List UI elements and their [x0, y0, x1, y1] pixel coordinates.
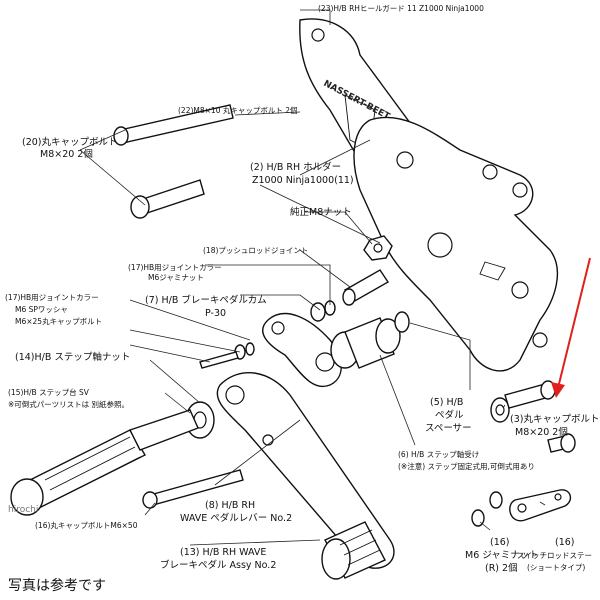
leader-lines: [79, 9, 546, 546]
pushrod-joint: [342, 269, 389, 306]
label-cap-bolt-m6x50: (16)丸キャップボルトM6×50: [35, 520, 138, 530]
cap-bolt-m8x20-pair: [504, 380, 576, 453]
cap-bolt-lower: [130, 179, 205, 219]
label-joint-collar-a-line3: M6×25丸キャップボルト: [15, 316, 102, 326]
label-step-nut: (14)H/B ステップ軸ナット: [15, 351, 130, 363]
watermark: hirochi: [8, 505, 38, 515]
label-switch-stay-line2: スイッチロッドステー: [517, 551, 592, 560]
label-jam-nut-line1: (16): [490, 537, 510, 548]
step-shaft-collar: [330, 311, 410, 369]
label-joint-collar-a-line2: M6 SPワッシャ: [15, 305, 68, 314]
label-spacer-line2: ペダル: [435, 409, 464, 421]
label-step-base-line2: ※可倒式パーツリストは 別紙参照。: [8, 399, 129, 409]
label-step-base-line1: (15)H/B ステップ台 SV: [8, 387, 90, 397]
label-pushrod-joint: (18)プッシュロッドジョイント: [203, 246, 308, 255]
jam-nut-pair: [471, 491, 503, 527]
switch-rod-stay: [509, 489, 572, 522]
label-pedal-lever-line2: WAVE ペダルレバー No.2: [180, 512, 292, 524]
label-joint-collar-b-line1: (17)HB用ジョイントカラー: [128, 263, 222, 272]
label-holder-line2: Z1000 Ninja1000(11): [252, 175, 354, 186]
label-genuine-nut: 純正M8ナット: [290, 206, 352, 218]
label-jam-nut-line3: (R) 2個: [485, 562, 518, 574]
label-cap-bolt-m8x10: (22)M8×10 丸キャップボルト 2個: [178, 105, 298, 115]
joint-collar-stack: [199, 300, 336, 369]
pedal-lever: [216, 371, 395, 569]
label-brake-cam-line1: (7) H/B ブレーキペダルカム: [145, 294, 267, 306]
label-pedal-lever-line1: (8) H/B RH: [205, 500, 255, 511]
label-cap-bolt-3-line1: (3)丸キャップボルト: [510, 413, 599, 425]
label-holder-line1: (2) H/B RH ホルダー: [250, 161, 341, 173]
label-brake-cam-line2: P-30: [205, 308, 226, 319]
label-cap-bolt-20-line1: (20)丸キャップボルト: [22, 136, 118, 148]
label-spacer-line1: (5) H/B: [430, 397, 463, 408]
footpeg-step: [10, 409, 199, 516]
label-joint-collar-a-line1: (17)HB用ジョイントカラー: [5, 293, 99, 302]
label-spacer-line3: スペーサー: [425, 423, 472, 434]
label-brake-pedal-assy-line1: (13) H/B RH WAVE: [180, 547, 266, 558]
genuine-m8-nut: [363, 235, 393, 261]
cap-bolt-m6x50: [142, 469, 244, 509]
brake-pedal-cam: [262, 312, 342, 388]
red-annotation-arrow: [551, 257, 591, 398]
label-switch-stay-line1: (16): [555, 537, 575, 548]
label-switch-stay-line3: (ショートタイプ): [527, 563, 585, 572]
pedal-spacer: [490, 397, 510, 423]
label-jam-nut-line2: M6 ジャミナット: [465, 550, 539, 561]
label-heel-guard: (23)H/B RHヒールガード 11 Z1000 Ninja1000: [318, 3, 484, 13]
label-step-bearing-line2: (※注意) ステップ固定式用,可倒式用あり: [398, 461, 535, 471]
label-step-bearing-line1: (6) H/B ステップ軸受け: [398, 449, 479, 459]
label-joint-collar-b-line2: M6ジャミナット: [148, 273, 204, 282]
holder-bracket: [353, 116, 558, 372]
part-labels: (23)H/B RHヒールガード 11 Z1000 Ninja1000 (22)…: [5, 3, 599, 574]
label-brake-pedal-assy-line2: ブレーキペダル Assy No.2: [160, 559, 276, 571]
cap-bolt-upper: [113, 104, 234, 146]
label-cap-bolt-20-line2: M8×20 2個: [40, 148, 93, 160]
pedal-tip: [321, 521, 386, 580]
footer-note: 写真は参考です: [8, 577, 106, 594]
label-cap-bolt-3-line2: M8×20 2個: [515, 426, 568, 438]
